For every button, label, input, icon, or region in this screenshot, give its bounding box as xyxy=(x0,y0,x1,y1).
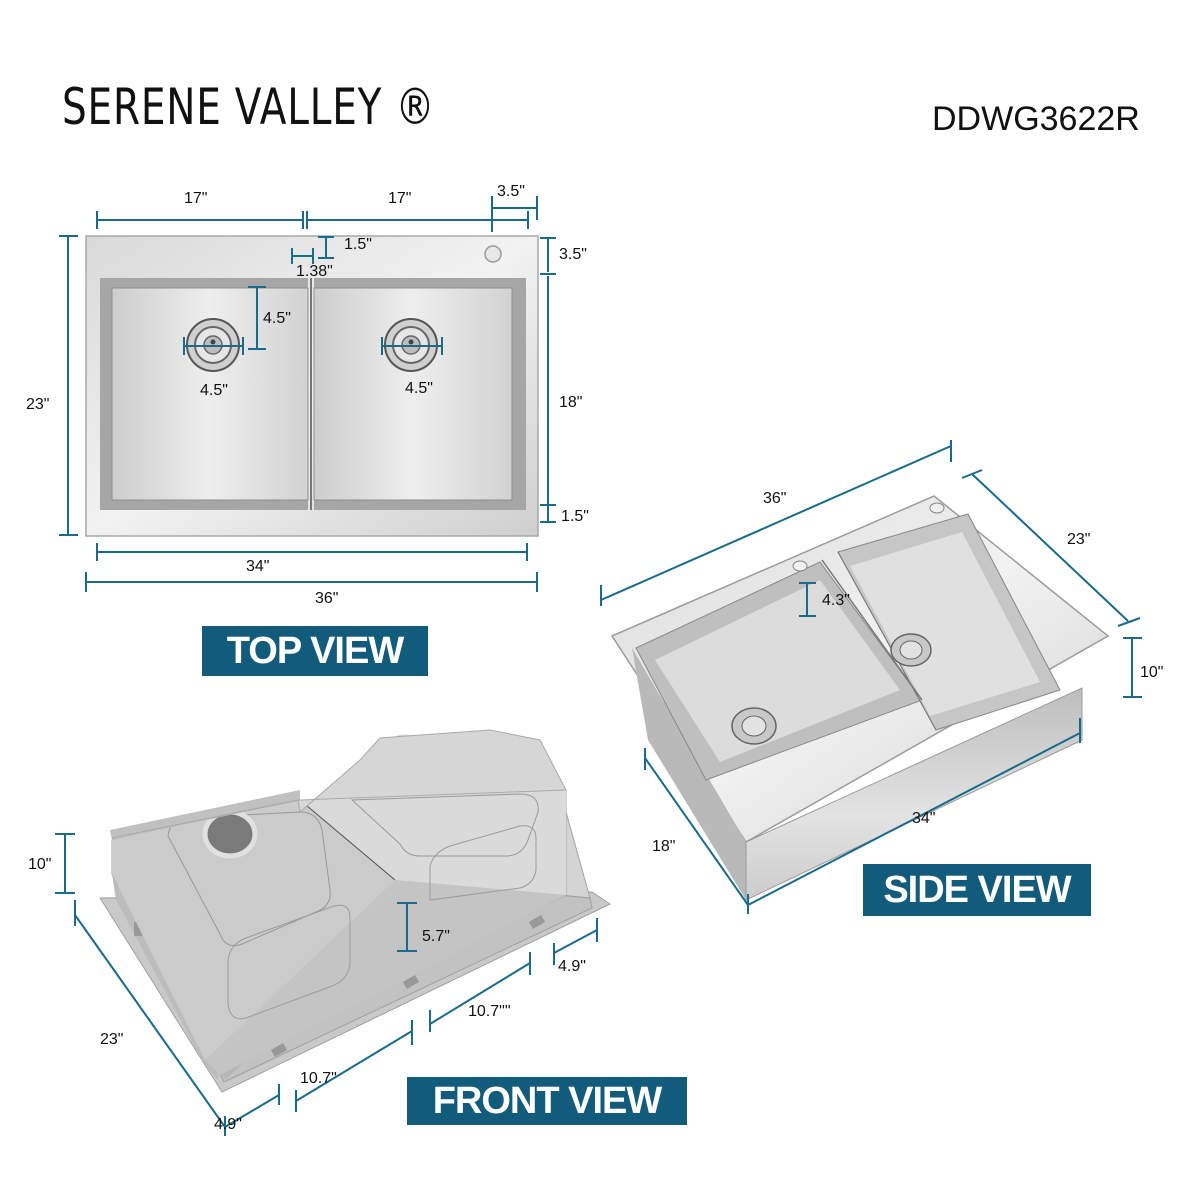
model-number: DDWG3622R xyxy=(932,100,1140,138)
side-right-drain-icon xyxy=(890,633,932,667)
dim-front-right-edge: 4.9" xyxy=(558,958,586,975)
dim-inner-width: 34" xyxy=(246,558,270,575)
front-view-upper xyxy=(111,729,567,839)
dim-right-drain: 4.5" xyxy=(405,380,433,397)
dim-divider-height: 1.5" xyxy=(344,236,372,253)
dim-front-depth: 23" xyxy=(100,1031,124,1048)
dim-right-bowl-width: 17" xyxy=(388,190,412,207)
dim-side-bowl-width: 34" xyxy=(912,810,936,827)
dim-front-rim: 1.5" xyxy=(561,508,589,525)
side-left-drain-icon xyxy=(731,707,777,745)
dim-front-height: 10" xyxy=(28,856,52,873)
dim-left-drain: 4.5" xyxy=(200,382,228,399)
dim-back-deck: 3.5" xyxy=(559,246,587,263)
dim-overall-depth: 23" xyxy=(26,396,50,413)
dim-side-overall-depth: 23" xyxy=(1067,531,1091,548)
brand-logo: SERENE VALLEY ® xyxy=(62,78,436,136)
side-view-label: SIDE VIEW xyxy=(863,864,1091,916)
dim-left-bowl-width: 17" xyxy=(184,190,208,207)
faucet-hole-icon xyxy=(484,245,502,263)
dim-overall-width: 36" xyxy=(315,590,339,607)
top-view-dimension-lines xyxy=(59,196,556,592)
dim-front-left-span: 10.7" xyxy=(300,1070,337,1087)
dim-side-overall-width: 36" xyxy=(763,490,787,507)
dim-bowl-depth: 18" xyxy=(559,394,583,411)
dim-drain-offset: 4.5" xyxy=(263,310,291,327)
side-view-dimension-lines xyxy=(600,440,1142,914)
top-view-label: TOP VIEW xyxy=(202,626,428,676)
top-view-sink xyxy=(85,235,539,537)
dim-divider-width: 1.38" xyxy=(296,263,333,280)
dim-side-divider-drop: 4.3" xyxy=(822,592,850,609)
side-view-sink xyxy=(610,495,1110,901)
dim-faucet-offset: 3.5" xyxy=(497,183,525,200)
dim-front-divider-height: 5.7" xyxy=(422,928,450,945)
front-view-dimension-lines xyxy=(55,833,598,1136)
dim-side-bowl-height: 10" xyxy=(1140,664,1164,681)
dim-side-bowl-front-depth: 18" xyxy=(652,838,676,855)
dim-front-left-edge: 4.9" xyxy=(214,1116,242,1133)
dim-front-right-span: 10.7"" xyxy=(468,1003,511,1020)
front-view-label: FRONT VIEW xyxy=(407,1077,687,1125)
